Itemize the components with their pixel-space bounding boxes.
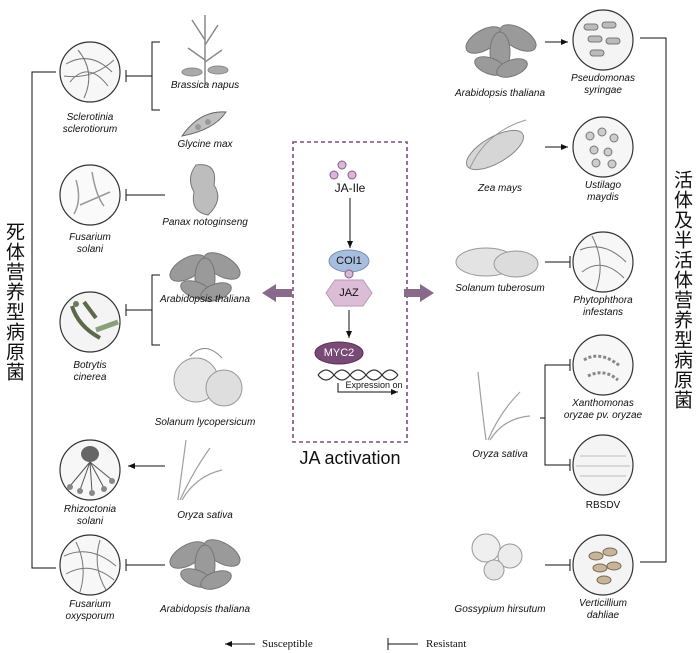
jaz-label: JAZ <box>339 287 359 299</box>
pathogen-circle-fusarium-oxysporum <box>59 534 121 596</box>
pathogen-circle-rhizoctonia <box>59 439 121 501</box>
pathogen-label-rbsdv: RBSDV <box>585 500 621 511</box>
plant-zea-mays <box>466 119 527 171</box>
pathogen-circle-pseudomonas <box>572 9 634 71</box>
myc2-shape <box>314 341 364 365</box>
left-connectors <box>125 41 165 571</box>
plant-label-arabidopsis-right: Arabidopsis thaliana <box>454 88 546 99</box>
plant-label-gossypium: Gossypium hirsutum <box>454 604 546 615</box>
plant-arabidopsis-left-2 <box>169 539 241 590</box>
ja-activation-label: JA activation <box>299 448 401 468</box>
plant-solanum-tuberosum <box>455 247 539 278</box>
expression-arrow <box>337 383 398 395</box>
plant-solanum-lycopersicum <box>173 348 243 407</box>
legend-resistant-symbol <box>387 638 418 650</box>
plant-label-arabidopsis-1: Arabidopsis thaliana <box>159 294 251 305</box>
plant-label-solanum-tuberosum: Solanum tuberosum <box>455 283 545 294</box>
legend-resistant-label: Resistant <box>426 638 467 650</box>
myc2-label: MYC2 <box>323 347 355 359</box>
jaz-shape <box>325 279 373 307</box>
legend-susceptible-label: Susceptible <box>262 638 313 650</box>
plant-glycine-max <box>180 111 227 137</box>
dna-helix <box>317 369 399 381</box>
plant-label-oryza-left: Oryza sativa <box>177 510 233 521</box>
plant-label-arabidopsis-2: Arabidopsis thaliana <box>159 604 251 615</box>
plant-brassica-napus <box>181 15 229 85</box>
big-arrow-left <box>262 284 292 302</box>
plant-oryza-right <box>477 371 531 441</box>
right-connectors <box>540 256 571 571</box>
right-bracket <box>640 37 667 563</box>
pathogen-circle-rbsdv <box>572 434 634 496</box>
pathogen-circle-fusarium-solani <box>59 164 121 226</box>
pathogen-circle-phytophthora <box>572 231 634 293</box>
ja-ile-label: JA-Ile <box>334 181 366 195</box>
plant-label-panax-notoginseng: Panax notoginseng <box>162 217 248 228</box>
left-title: 死体营养型病原菌 <box>3 222 25 382</box>
plant-label-brassica-napus: Brassica napus <box>170 80 240 91</box>
plant-arabidopsis-left <box>169 252 241 302</box>
plant-panax-notoginseng <box>190 164 219 216</box>
plant-label-zea-mays: Zea mays <box>478 183 522 194</box>
ja-ile-molecules <box>329 160 357 180</box>
ja-activation-box <box>292 141 408 443</box>
expression-label: Expression on <box>345 380 403 390</box>
coi1-label: COI1 <box>336 255 362 267</box>
pathogen-circle-sclerotinia <box>59 41 121 103</box>
right-title: 活体及半活体营养型病原菌 <box>671 170 693 410</box>
big-arrow-right <box>404 284 434 302</box>
plant-gossypium-hirsutum <box>471 533 523 581</box>
plant-oryza-left <box>177 439 223 501</box>
pathogen-circle-verticillium <box>572 534 634 596</box>
pathogen-circle-ustilago <box>572 116 634 178</box>
ja-ile-bound <box>344 269 354 279</box>
plant-label-solanum-lycopersicum: Solanum lycopersicum <box>154 417 256 428</box>
pathogen-circle-botrytis <box>59 291 121 353</box>
plant-label-glycine-max: Glycine max <box>177 139 233 150</box>
left-bracket <box>31 71 56 569</box>
plant-arabidopsis-right <box>465 24 537 78</box>
pathogen-circle-xanthomonas <box>572 334 634 396</box>
plant-label-oryza-right: Oryza sativa <box>472 449 528 460</box>
